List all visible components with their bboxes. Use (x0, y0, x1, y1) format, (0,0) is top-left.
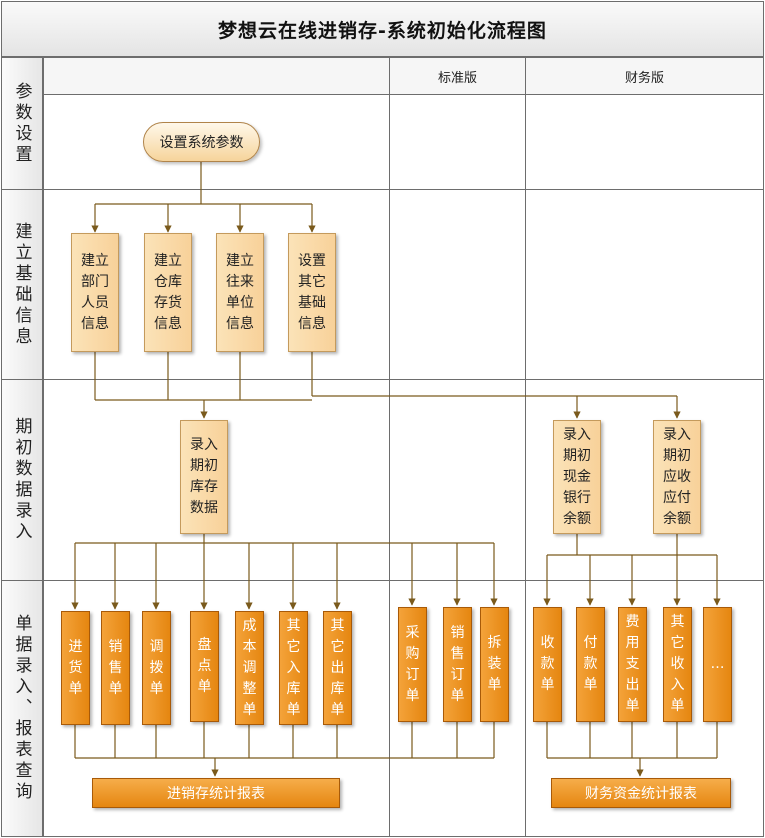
doc-sales-order-text: 销售订单 (450, 624, 465, 704)
doc-other-income-text: 其它收入单 (670, 614, 685, 714)
doc-stocktake: 盘点单 (190, 611, 219, 722)
node-partner: 建立往来单位信息 (216, 233, 264, 352)
node-other-basic: 设置其它基础信息 (288, 233, 336, 352)
row-label-basic-text: 建立基础信息 (11, 221, 32, 348)
doc-receipt: 收款单 (533, 607, 562, 722)
node-other-basic-text: 设置其它基础信息 (297, 252, 326, 332)
doc-receipt-text: 收款单 (540, 635, 555, 693)
cell-params-finance (525, 94, 764, 190)
page-title: 梦想云在线进销存-系统初始化流程图 (1, 1, 764, 57)
doc-expense-text: 费用支出单 (625, 614, 640, 714)
node-warehouse-stock-text: 建立仓库存货信息 (153, 252, 182, 332)
row-label-basic: 建立基础信息 (1, 189, 43, 380)
doc-expense: 费用支出单 (618, 607, 647, 722)
row-label-docs: 单据录入、报表查询 (1, 580, 43, 837)
row-label-opening: 期初数据录入 (1, 379, 43, 581)
node-warehouse-stock: 建立仓库存货信息 (144, 233, 192, 352)
node-dept-staff: 建立部门人员信息 (71, 233, 119, 352)
row-label-docs-text: 单据录入、报表查询 (11, 614, 32, 803)
node-opening-stock-text: 录入期初库存数据 (189, 437, 218, 516)
row-label-params: 参数设置 (1, 57, 43, 190)
cell-basic-standard (389, 189, 526, 380)
header-blank (43, 57, 390, 95)
node-opening-ar-ap: 录入期初应收应付余额 (653, 420, 701, 534)
node-dept-staff-text: 建立部门人员信息 (80, 252, 109, 332)
doc-purchase: 进货单 (61, 611, 90, 725)
doc-cost-adjust-text: 成本调整单 (242, 617, 257, 718)
node-opening-cash: 录入期初现金银行余额 (553, 420, 601, 534)
doc-sales-order: 销售订单 (443, 607, 472, 722)
doc-more-text: … (710, 656, 725, 672)
doc-other-in: 其它入库单 (279, 611, 308, 725)
node-opening-ar-ap-text: 录入期初应收应付余额 (662, 426, 691, 527)
node-opening-stock: 录入期初库存数据 (180, 420, 228, 534)
node-set-params: 设置系统参数 (143, 122, 260, 162)
doc-other-income: 其它收入单 (663, 607, 692, 722)
cell-opening-standard (389, 379, 526, 581)
doc-other-out: 其它出库单 (323, 611, 352, 725)
doc-other-in-text: 其它入库单 (286, 617, 301, 718)
report-finance: 财务资金统计报表 (551, 778, 731, 808)
doc-purchase-text: 进货单 (68, 638, 83, 697)
cell-params-standard (389, 94, 526, 190)
report-inventory: 进销存统计报表 (92, 778, 340, 808)
doc-payment-text: 付款单 (583, 635, 598, 693)
row-label-params-text: 参数设置 (11, 81, 32, 166)
column-header-finance: 财务版 (525, 57, 764, 95)
doc-transfer-text: 调拨单 (149, 638, 164, 697)
doc-other-out-text: 其它出库单 (330, 617, 345, 718)
doc-transfer: 调拨单 (142, 611, 171, 725)
doc-disassembly-text: 拆装单 (487, 635, 502, 693)
doc-purchase-order: 采购订单 (398, 607, 427, 722)
doc-payment: 付款单 (576, 607, 605, 722)
doc-disassembly: 拆装单 (480, 607, 509, 722)
cell-basic-finance (525, 189, 764, 380)
row-label-opening-text: 期初数据录入 (11, 417, 32, 543)
doc-sales-text: 销售单 (108, 638, 123, 697)
doc-more: … (703, 607, 732, 722)
doc-cost-adjust: 成本调整单 (235, 611, 264, 725)
doc-purchase-order-text: 采购订单 (405, 624, 420, 704)
node-partner-text: 建立往来单位信息 (225, 252, 254, 332)
doc-sales: 销售单 (101, 611, 130, 725)
column-header-standard: 标准版 (389, 57, 526, 95)
node-opening-cash-text: 录入期初现金银行余额 (562, 426, 591, 527)
doc-stocktake-text: 盘点单 (197, 637, 212, 695)
